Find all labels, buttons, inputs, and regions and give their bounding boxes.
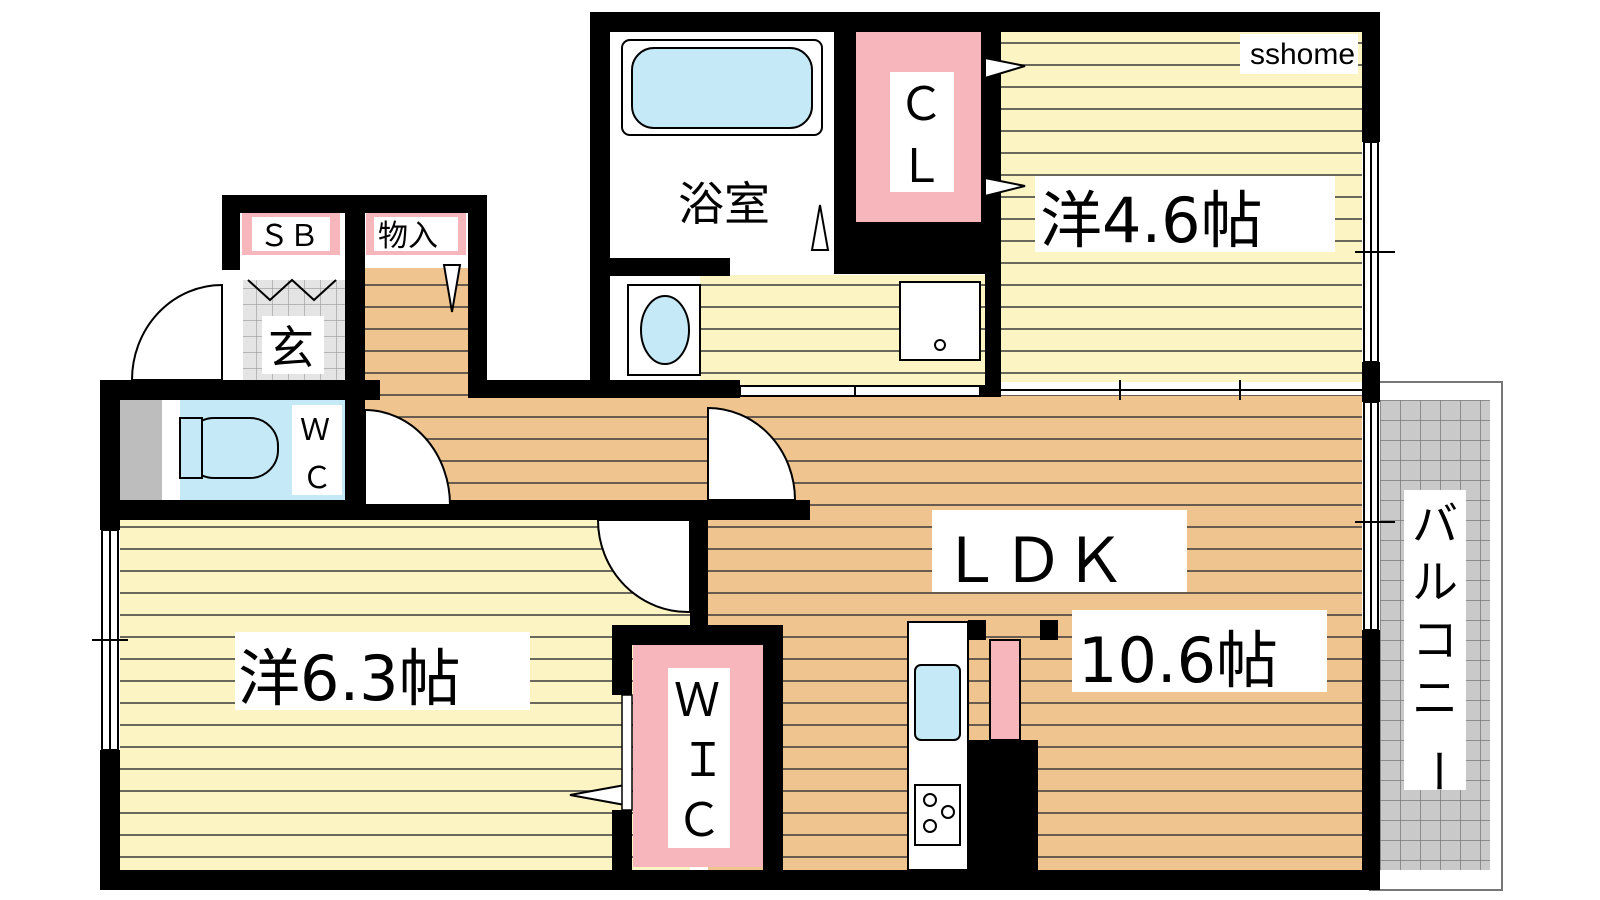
balcony-label-2: ル <box>1412 555 1458 609</box>
burner-icon <box>941 805 955 819</box>
closet-door-icon <box>984 176 1026 198</box>
drain-icon <box>934 339 946 351</box>
door-arrow-icon <box>810 204 830 251</box>
door-swings <box>130 283 797 614</box>
storage-label: 物入 <box>378 219 438 254</box>
balcony-label-1: バ <box>1412 497 1458 551</box>
fridge-space <box>989 639 1021 741</box>
western-a-label-bg <box>1035 176 1335 252</box>
western-b-label-bg <box>235 632 530 710</box>
closet-label-l: Ｌ <box>898 139 944 193</box>
kitchen-sink-icon <box>914 664 961 741</box>
toilet-label-w: Ｗ <box>300 413 330 448</box>
closet-label-bg <box>890 72 954 192</box>
wic-label-bg <box>668 668 730 848</box>
toilet-label-bg <box>292 405 342 495</box>
shoe-box-label-inner <box>252 217 330 251</box>
walls <box>100 12 1380 890</box>
balcony-label-5: ー <box>1411 748 1465 794</box>
ldk-size-label: 10.6帖 <box>1078 624 1278 697</box>
shoe-box-doors <box>247 278 337 302</box>
balcony-label-bg <box>1404 490 1466 790</box>
wic-door-panel <box>621 694 633 811</box>
wic-label-i: Ｉ <box>680 733 726 787</box>
watermark-bg <box>1240 34 1358 74</box>
toilet-tank-icon <box>179 417 203 479</box>
storage-label-inner <box>374 217 458 251</box>
closet-door-icon <box>984 56 1026 80</box>
ldk-name-label-bg <box>932 510 1187 592</box>
hall-door <box>707 406 797 501</box>
basin-bowl-icon <box>640 295 690 365</box>
western-room-b-label: 洋6.3帖 <box>238 642 461 715</box>
burner-icon <box>923 819 937 833</box>
toilet-door <box>364 408 452 506</box>
burner-icon <box>923 793 937 807</box>
shoe-box-label: ＳＢ <box>259 219 319 254</box>
balcony-label-4: ニ <box>1412 671 1458 725</box>
washing-machine-icon <box>899 281 981 361</box>
windows <box>92 141 1395 751</box>
bath-label: 浴室 <box>678 177 770 231</box>
wic-label-c: Ｃ <box>676 793 722 847</box>
balcony-label-3: コ <box>1412 613 1458 667</box>
western-room-a-label: 洋4.6帖 <box>1040 184 1263 257</box>
stove-icon <box>914 784 961 846</box>
wic-label-w: Ｗ <box>674 673 720 727</box>
entrance-label-bg <box>262 316 324 374</box>
entrance-label: 玄 <box>268 321 314 375</box>
ldk-size-label-bg <box>1072 610 1327 692</box>
bathtub-water <box>631 47 813 129</box>
closet-label-c: Ｃ <box>898 77 944 131</box>
watermark: sshome <box>1250 38 1355 71</box>
toilet-label-c: Ｃ <box>302 461 332 496</box>
storage-door-icon <box>442 264 462 313</box>
bedroom-door <box>596 519 691 614</box>
entrance-door <box>130 283 223 381</box>
ldk-label: ＬＤＫ <box>940 524 1126 597</box>
toilet-tank-wall <box>120 400 162 500</box>
